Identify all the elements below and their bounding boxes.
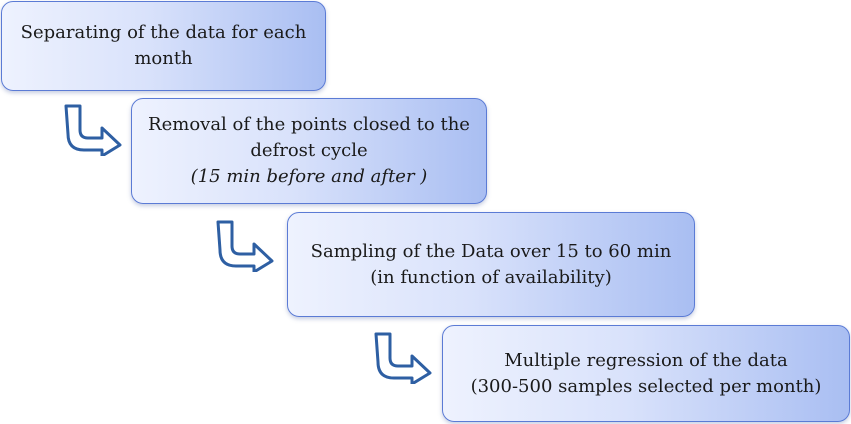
step-3-line-1: Sampling of the Data over 15 to 60 min <box>310 240 672 262</box>
step-2-removal-of-points: Removal of the points closed to the defr… <box>131 98 487 204</box>
step-1-line-1: Separating of the data for each <box>20 22 307 43</box>
step-3-line-2: (in function of availability) <box>370 266 612 288</box>
step-4-line-1: Multiple regression of the data <box>504 349 788 371</box>
bent-arrow-icon <box>216 220 274 272</box>
step-3-sampling-data: Sampling of the Data over 15 to 60 min (… <box>287 212 695 317</box>
step-2-line-1: Removal of the points closed to the <box>148 114 470 135</box>
step-2-line-2: defrost cycle <box>250 140 368 161</box>
step-1-separating-data: Separating of the data for each month <box>1 1 326 91</box>
step-4-multiple-regression: Multiple regression of the data (300-500… <box>442 325 850 422</box>
bent-arrow-icon <box>64 104 122 156</box>
step-4-line-2: (300-500 samples selected per month) <box>470 375 822 397</box>
step-2-note: (15 min before and after ) <box>190 166 428 187</box>
step-1-line-2: month <box>134 48 193 69</box>
bent-arrow-icon <box>374 332 432 384</box>
